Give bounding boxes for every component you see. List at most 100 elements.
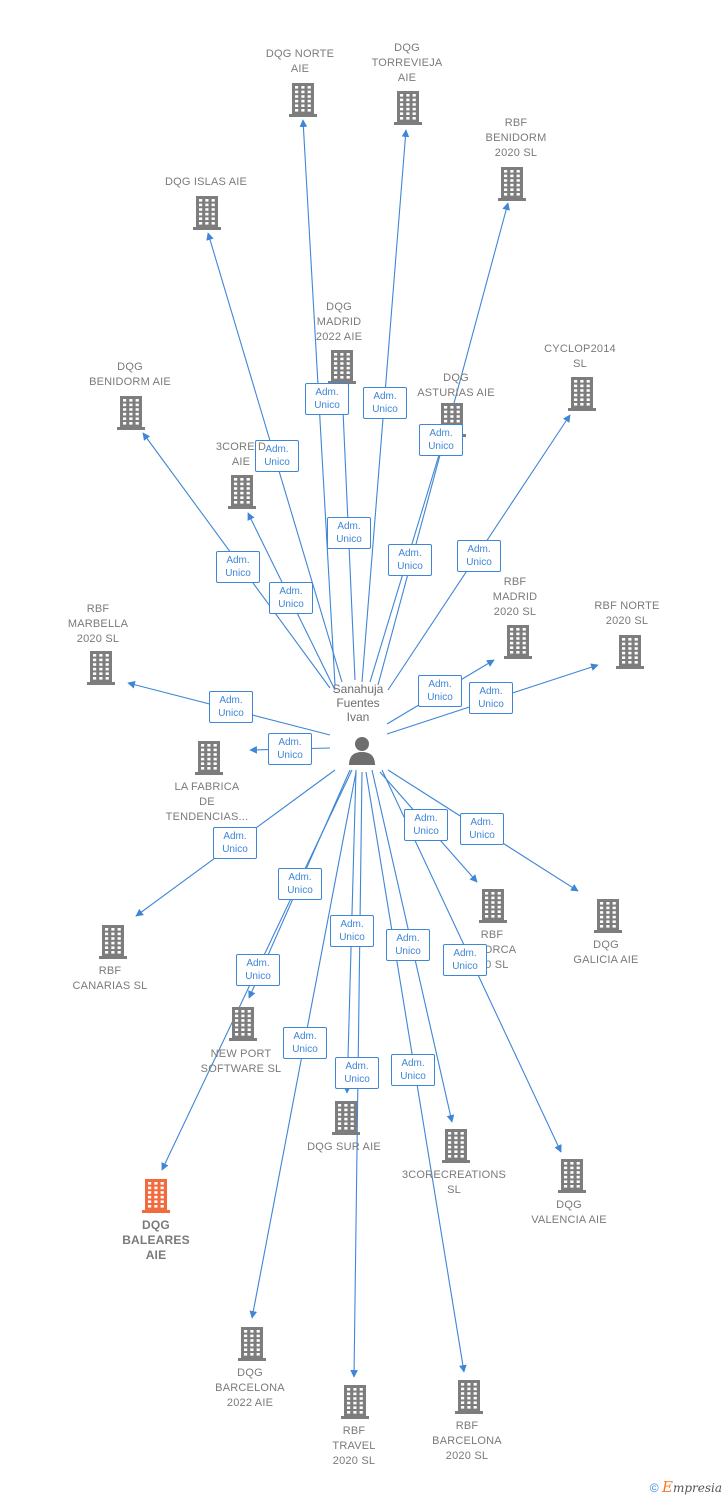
- company-label-line: BARCELONA: [215, 1382, 285, 1394]
- person-icon[interactable]: [349, 737, 375, 765]
- building-icon: [341, 1385, 369, 1419]
- relation-badge-dqg-barcelona[interactable]: Adm.Unico: [283, 1027, 327, 1059]
- company-label-line: DQG ISLAS AIE: [164, 176, 248, 188]
- company-label-line: RBF NORTE: [594, 600, 660, 612]
- company-label-dqg-barcelona[interactable]: DQG BARCELONA 2022 AIE: [185, 1366, 315, 1411]
- relation-badge-line: Adm.: [337, 521, 361, 532]
- company-label-line: GALICIA AIE: [573, 954, 639, 966]
- building-icon: [498, 167, 526, 201]
- relation-badge-dqg-asturias[interactable]: Adm.Unico: [388, 544, 432, 576]
- relation-badge-rbf-barcelona[interactable]: Adm.Unico: [391, 1054, 435, 1086]
- relation-badge-new-port[interactable]: Adm.Unico: [278, 868, 322, 900]
- relation-badge-rbf-mallorca[interactable]: Adm.Unico: [404, 809, 448, 841]
- empresia-logo: Empresia: [661, 1478, 722, 1496]
- company-label-line: DQG: [117, 361, 143, 373]
- company-label-line: MARBELLA: [67, 618, 129, 630]
- relation-badge-la-fabrica[interactable]: Adm.Unico: [268, 733, 312, 765]
- relation-badge-line: Adm.: [226, 555, 250, 566]
- building-icon: [442, 1129, 470, 1163]
- relation-badge-cyclop2014[interactable]: Adm.Unico: [457, 540, 501, 572]
- company-label-dqg-islas[interactable]: DQG ISLAS AIE: [141, 175, 271, 190]
- company-label-line: VALENCIA AIE: [531, 1214, 607, 1226]
- company-label-line: 2022 AIE: [226, 1397, 274, 1409]
- footer-brand[interactable]: © Empresia: [650, 1478, 722, 1496]
- relation-badge-dqg-norte[interactable]: Adm.Unico: [305, 383, 349, 415]
- relation-badge-line: Adm.: [428, 679, 452, 690]
- company-label-line: 2022 AIE: [315, 331, 363, 343]
- company-label-line: SL: [573, 358, 587, 370]
- relation-badge-line: Unico: [277, 750, 303, 761]
- relation-badge-dqg-sur[interactable]: Adm.Unico: [330, 915, 374, 947]
- relation-badge-3corecreations[interactable]: Adm. Unico: [386, 929, 430, 961]
- relation-badge-dqg-benidorm[interactable]: Adm.Unico: [216, 551, 260, 583]
- building-icon: [193, 196, 221, 230]
- relation-badge-rbf-madrid[interactable]: Adm.Unico: [418, 675, 462, 707]
- relation-badge-line: Adm.: [345, 1061, 369, 1072]
- relation-badge-dqg-galicia[interactable]: Adm.Unico: [460, 813, 504, 845]
- company-label-line: AIE: [397, 72, 417, 84]
- relation-badge-dqg-torrevieja[interactable]: Adm.Unico: [363, 387, 407, 419]
- building-icon: [142, 1179, 170, 1213]
- relation-badge-line: Adm.: [398, 548, 422, 559]
- relation-badge-line: Unico: [478, 699, 504, 710]
- relation-badge-line: Adm.: [453, 948, 477, 959]
- relation-badge-line: Unico: [278, 599, 304, 610]
- company-label-line: SOFTWARE SL: [200, 1063, 282, 1075]
- relation-badge-dqg-madrid[interactable]: Adm.Unico: [327, 517, 371, 549]
- company-label-line: RBF: [86, 603, 110, 615]
- company-label-line: DQG NORTE: [265, 48, 335, 60]
- relation-badge-rbf-marbella[interactable]: Adm.Unico: [209, 691, 253, 723]
- relation-badge-rbf-travel[interactable]: Adm.Unico: [335, 1057, 379, 1089]
- relation-badge-line: Adm.: [479, 686, 503, 697]
- relation-badge-rbf-norte[interactable]: Adm. Unico: [469, 682, 513, 714]
- relation-badge-rbf-canarias[interactable]: Adm.Unico: [213, 827, 257, 859]
- relation-badge-dqg-islas[interactable]: Adm.Unico: [255, 440, 299, 472]
- company-label-line: 3CORE D: [215, 441, 267, 453]
- company-label-line: MADRID: [316, 316, 362, 328]
- company-label-line: RBF: [504, 117, 528, 129]
- relation-badge-line: Unico: [469, 830, 495, 841]
- company-label-line: 2020 SL: [493, 606, 537, 618]
- company-label-line: DQG: [237, 1367, 263, 1379]
- company-label-line: DQG: [593, 939, 619, 951]
- relation-badge-line: Unico: [428, 441, 454, 452]
- relation-badge-line: Unico: [395, 946, 421, 957]
- building-icon: [117, 396, 145, 430]
- company-label-rbf-marbella[interactable]: RBF MARBELLA 2020 SL: [33, 602, 163, 647]
- company-label-line: TENDENCIAS...: [165, 811, 249, 823]
- relation-badge-dqg-baleares[interactable]: Adm.Unico: [236, 954, 280, 986]
- relation-badge-dqg-valencia[interactable]: Adm.Unico: [443, 944, 487, 976]
- building-icon: [504, 625, 532, 659]
- company-label-dqg-sur[interactable]: DQG SUR AIE: [279, 1140, 409, 1155]
- building-icon: [289, 83, 317, 117]
- relation-badge-line: Adm.: [401, 1058, 425, 1069]
- company-label-line: 2020 SL: [494, 147, 538, 159]
- relation-badge-line: Adm.: [396, 933, 420, 944]
- relation-badge-line: Unico: [264, 457, 290, 468]
- relation-badge-rbf-benidorm[interactable]: Adm.Unico: [419, 424, 463, 456]
- company-label-dqg-galicia[interactable]: DQG GALICIA AIE: [541, 938, 671, 968]
- person-name-line: Fuentes: [336, 696, 380, 710]
- relation-badge-3core-d[interactable]: Adm.Unico: [269, 582, 313, 614]
- relation-badge-line: Unico: [466, 557, 492, 568]
- company-label-line: 2020 SL: [76, 633, 120, 645]
